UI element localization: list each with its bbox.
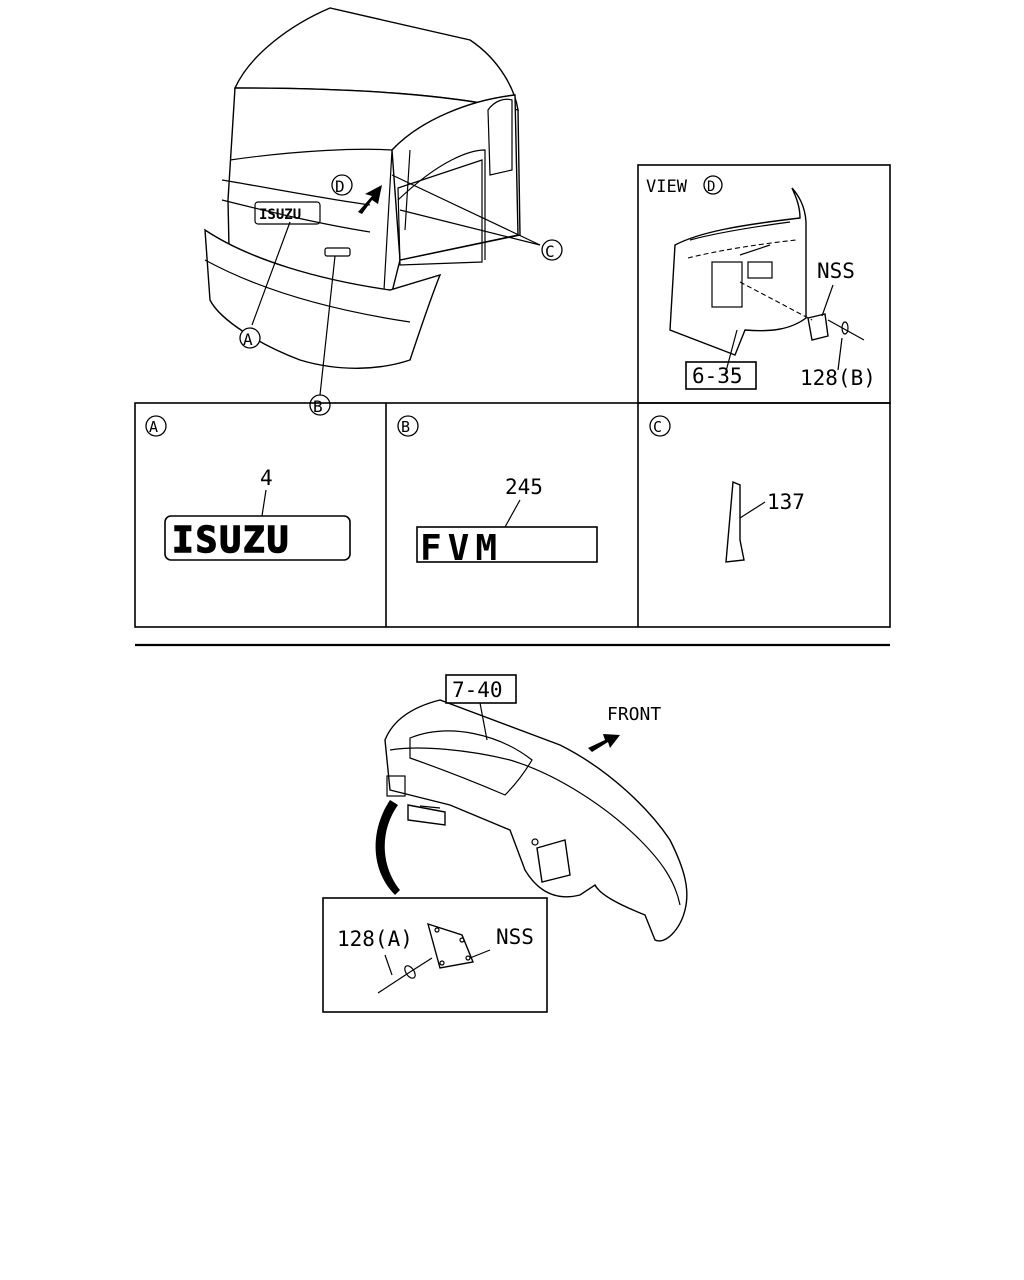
cab-emblem-text: ISUZU	[259, 207, 301, 223]
detail-b: B 245 FVM	[397, 415, 598, 569]
ref-box-7-40[interactable]	[445, 674, 517, 704]
view-d-part-128b: 128(B)	[800, 366, 876, 390]
svg-text:C: C	[653, 418, 662, 436]
fvm-badge: FVM	[420, 528, 503, 569]
svg-text:B: B	[401, 418, 410, 436]
svg-text:D: D	[707, 179, 715, 195]
nss-plate	[426, 922, 474, 969]
inset-nss-label: NSS	[496, 925, 534, 949]
rivet-128a	[377, 971, 411, 994]
svg-text:D: D	[335, 177, 345, 196]
view-d-ref-box-text: 6-35	[692, 364, 743, 388]
cab-illustration: ISUZU A B C D	[204, 7, 563, 416]
dashboard-illustration: 7-40 FRONT 128(A) NSS	[322, 674, 688, 1013]
svg-text:A: A	[149, 418, 158, 436]
part-4-label: 4	[260, 466, 273, 490]
front-arrow-icon	[588, 734, 620, 752]
svg-text:C: C	[545, 242, 555, 261]
detail-a: A 4 ISUZU	[145, 415, 351, 562]
trim-piece-137	[725, 480, 745, 563]
detail-row: A 4 ISUZU B 245 FVM C 137	[134, 402, 891, 628]
svg-text:B: B	[313, 397, 323, 416]
rivet-inset-box	[322, 897, 548, 1013]
svg-text:A: A	[243, 330, 253, 349]
view-d-nss-label: NSS	[817, 259, 855, 283]
front-label: FRONT	[607, 704, 661, 725]
isuzu-emblem: ISUZU	[172, 520, 290, 561]
callout-a: A	[239, 327, 261, 349]
view-d-panel: VIEW D	[637, 164, 891, 404]
part-128a-label: 128(A)	[337, 927, 413, 951]
view-d-title: VIEW	[646, 177, 688, 197]
detail-c: C 137	[649, 415, 805, 563]
callout-b: B	[309, 394, 331, 416]
view-d-arrow-icon	[358, 185, 382, 214]
callout-d: D	[331, 174, 353, 196]
part-245-label: 245	[505, 475, 543, 499]
part-137-label: 137	[767, 490, 805, 514]
callout-c: C	[541, 239, 563, 261]
dashboard-ref-box-text: 7-40	[452, 678, 503, 702]
